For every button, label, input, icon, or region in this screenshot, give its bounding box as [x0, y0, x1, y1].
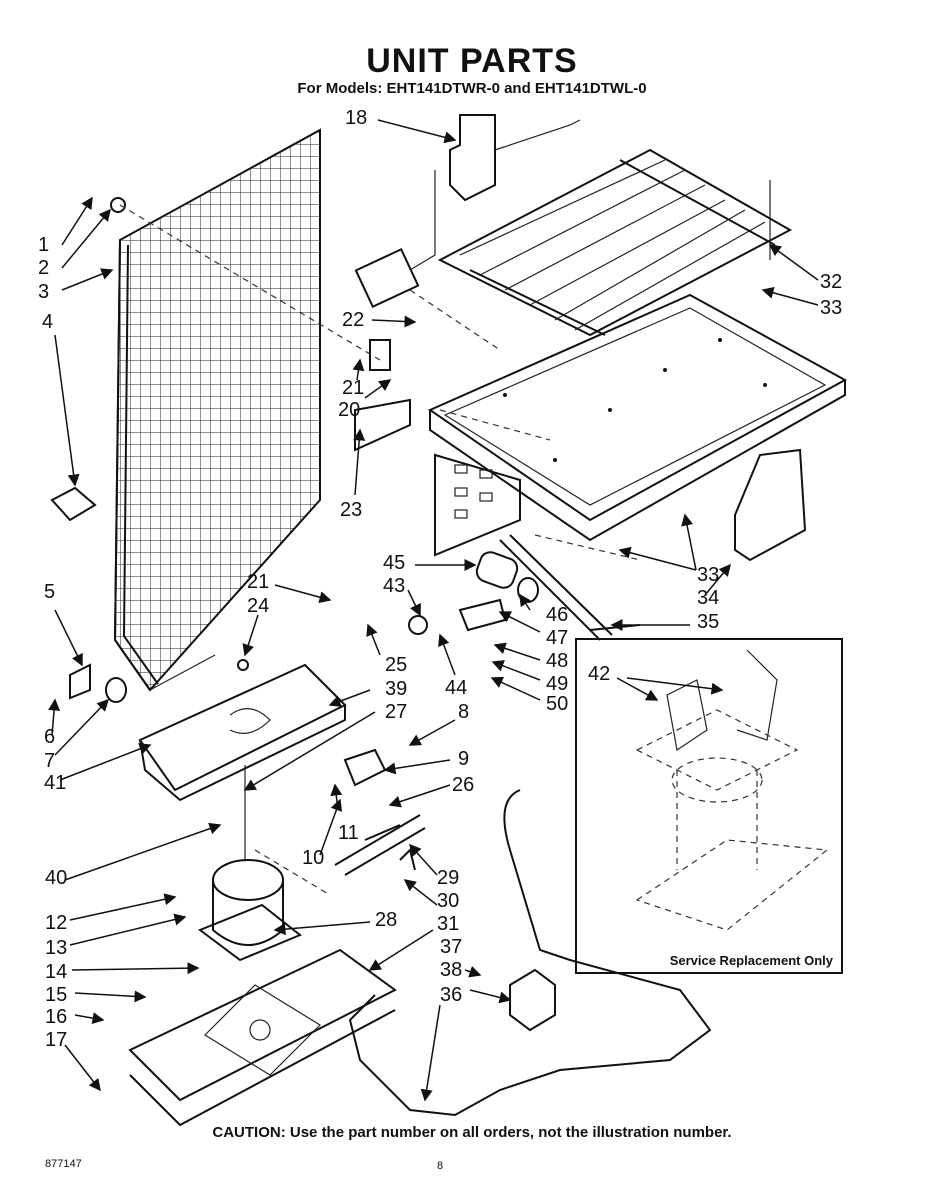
callout-label: 18 [345, 107, 368, 129]
callout-label: 39 [385, 678, 408, 700]
callout-label: 46 [546, 604, 569, 626]
left-brackets [50, 197, 411, 703]
caution-note: CAUTION: Use the part number on all orde… [212, 1124, 732, 1141]
callout-label: 10 [302, 847, 325, 869]
callout-label: 4 [42, 311, 54, 333]
small-parts-cluster [334, 551, 539, 876]
callout-label: 25 [385, 654, 408, 676]
callout-label: 17 [45, 1029, 68, 1051]
evaporator-rack [437, 148, 793, 337]
callout-label: 41 [44, 772, 67, 794]
callout-label: 9 [458, 748, 470, 770]
callout-label: 1 [38, 234, 50, 256]
callout-label: 29 [437, 867, 460, 889]
callout-label: 16 [45, 1006, 68, 1028]
part-37-relay [509, 968, 556, 1032]
callout-label: 15 [45, 984, 68, 1006]
callout-arrows [48, 119, 819, 1102]
callout-label: 44 [445, 677, 468, 699]
callout-label: 38 [440, 959, 463, 981]
callout-label: 23 [340, 499, 363, 521]
callout-label: 7 [44, 750, 56, 772]
callout-label: 42 [588, 663, 611, 685]
callout-label: 45 [383, 552, 406, 574]
callout-label: 6 [44, 726, 56, 748]
callout-label: 49 [546, 673, 569, 695]
part-28-compressor [197, 765, 302, 962]
callout-label: 32 [820, 271, 843, 293]
callout-label: 33 [820, 297, 843, 319]
page-title: UNIT PARTS [366, 42, 578, 80]
inset-caption: Service Replacement Only [669, 953, 833, 968]
callout-label: 50 [546, 693, 569, 715]
callout-label: 12 [45, 912, 68, 934]
callout-label: 33 [697, 564, 720, 586]
part-36-tube [348, 789, 712, 1117]
callout-label: 31 [437, 913, 460, 935]
callout-label: 21 [247, 571, 270, 593]
callout-label: 24 [247, 595, 270, 617]
callout-label: 35 [697, 611, 720, 633]
callout-label: 20 [338, 399, 361, 421]
page-number: 8 [437, 1160, 444, 1172]
callout-label: 48 [546, 650, 569, 672]
part-18-bracket [354, 114, 581, 309]
callout-label: 5 [44, 581, 56, 603]
callout-label: 37 [440, 936, 463, 958]
callout-label: 26 [452, 774, 475, 796]
callout-label: 40 [45, 867, 68, 889]
freezer-shelf [427, 293, 848, 557]
callout-label: 43 [383, 575, 406, 597]
callout-label: 36 [440, 984, 463, 1006]
callout-label: 8 [458, 701, 470, 723]
inset-drawing [616, 649, 829, 931]
callout-label: 22 [342, 309, 365, 331]
callout-label: 2 [38, 257, 50, 279]
condenser-coil [113, 128, 321, 692]
part-31-base-plate [128, 948, 397, 1127]
callout-label: 34 [697, 587, 720, 609]
callout-label: 27 [385, 701, 408, 723]
callout-label: 11 [338, 822, 359, 844]
callout-label: 21 [342, 377, 365, 399]
part-39-drain-pan [138, 663, 347, 802]
callout-label: 13 [45, 937, 68, 959]
model-subtitle: For Models: EHT141DTWR-0 and EHT141DTWL-… [297, 80, 647, 97]
callout-label: 3 [38, 281, 50, 303]
document-number: 877147 [45, 1158, 82, 1170]
part-34-cover [734, 448, 807, 562]
callout-label: 14 [45, 961, 68, 983]
callout-label: 30 [437, 890, 460, 912]
callout-label: 28 [375, 909, 398, 931]
service-replacement-inset: Service Replacement Only [575, 638, 843, 974]
callout-label: 47 [546, 627, 569, 649]
